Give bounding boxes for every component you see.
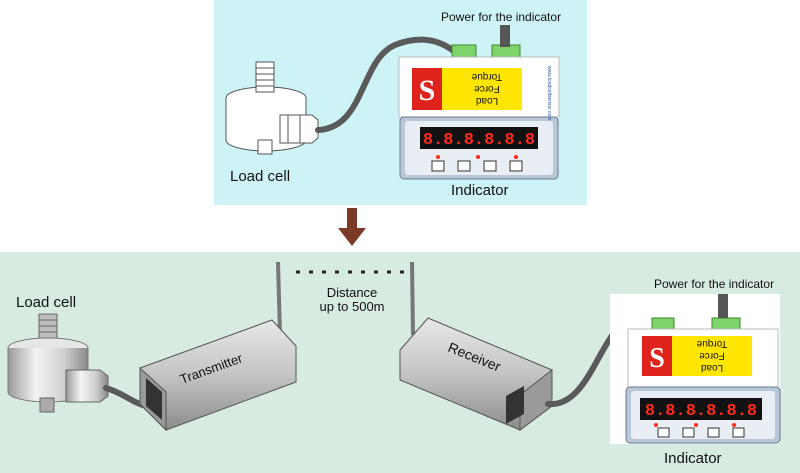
bottom-panel-text-load: Load (701, 362, 723, 373)
bottom-power-label: Power for the indicator (654, 277, 774, 291)
transmitter (139, 261, 297, 432)
top-panel-text-force: Force (474, 83, 500, 94)
top-cable (315, 36, 458, 133)
distance-line2: up to 500m (319, 299, 384, 314)
top-power-label: Power for the indicator (441, 10, 561, 24)
bottom-panel-text-torque: Torque (696, 338, 727, 349)
bottom-display: 8.8.8.8.8.8 (645, 402, 757, 421)
bottom-load-cell (7, 313, 109, 413)
top-brand-letter: S (419, 74, 436, 107)
down-arrow (338, 208, 366, 246)
receiver (399, 261, 553, 431)
bottom-indicator-label: Indicator (664, 450, 722, 467)
top-panel-text-load: Load (476, 95, 498, 106)
top-indicator-label: Indicator (451, 182, 509, 199)
top-panel-text-torque: Torque (471, 71, 502, 82)
top-load-cell (225, 61, 319, 155)
top-display: 8.8.8.8.8.8 (423, 131, 535, 150)
distance-line1: Distance (327, 285, 378, 300)
top-url-text: www.loadcellsensor.com (546, 66, 552, 120)
top-indicator (398, 25, 560, 180)
bottom-indicator (610, 294, 781, 444)
bottom-brand-letter: S (649, 343, 665, 374)
bottom-panel-text-force: Force (699, 350, 725, 361)
top-load-cell-label: Load cell (230, 168, 290, 185)
bottom-load-cell-label: Load cell (16, 294, 76, 311)
